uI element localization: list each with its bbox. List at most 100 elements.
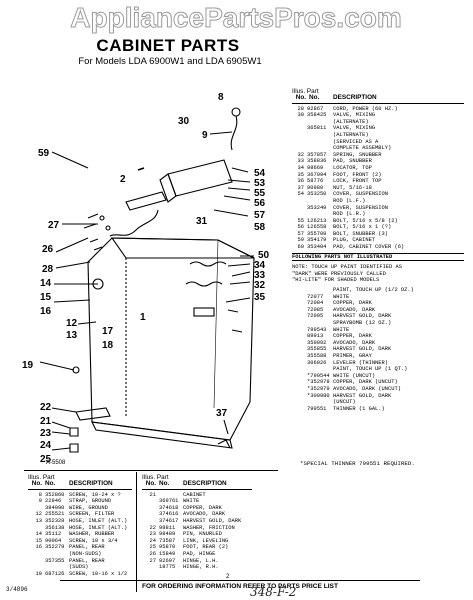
illus-number: [292, 139, 307, 146]
part-description: HINGE, R.H.: [183, 564, 219, 571]
illus-number: 57: [297, 230, 304, 237]
page-title: CABINET PARTS: [96, 36, 240, 55]
part-number: [307, 399, 333, 406]
part-description: PAINT, TOUCH UP (1 QT.): [333, 366, 408, 373]
part-description: LOCK, FRONT TOP: [333, 178, 382, 185]
illus-number: 26: [149, 550, 156, 557]
illus-number: 14: [35, 531, 42, 538]
part-number: *352979: [307, 385, 330, 392]
mixing-valve: [167, 159, 233, 197]
part-description: COPPER, DARK: [333, 300, 372, 307]
part-number: 72084: [307, 300, 324, 307]
callout-50: 50: [258, 250, 270, 261]
snubber-spring: [189, 261, 227, 267]
illus-number: 12: [35, 511, 42, 518]
part-description: PANEL, REAR: [69, 557, 105, 564]
power-cord: [230, 115, 238, 151]
illus-number: 32: [297, 151, 304, 158]
drawing-code: A-5508: [46, 460, 66, 466]
table-header-columns: No. No. DESCRIPTION: [292, 94, 464, 104]
callout-55: 55: [254, 188, 266, 199]
part-number: 799551: [307, 405, 327, 412]
callout-28: 28: [42, 264, 54, 275]
table-row: (ALTERNATE): [292, 119, 464, 126]
ordering-info-footer: FOR ORDERING INFORMATION REFER TO PARTS …: [60, 580, 420, 590]
table-row: COMPLETE ASSEMBLY): [292, 145, 464, 152]
illus-number: [142, 498, 159, 505]
illus-number: [292, 307, 307, 314]
callout-32: 32: [254, 280, 266, 291]
callout-58: 58: [254, 222, 266, 233]
illus-number: [292, 333, 307, 340]
part-number: 92867: [307, 105, 324, 112]
part-description: STRAP, GROUND: [69, 498, 112, 505]
part-description: SPRING, SNUBBER: [333, 151, 382, 158]
part-number: 98669: [307, 164, 324, 171]
part-number: 354179: [307, 237, 327, 244]
part-number: 353404: [307, 244, 327, 251]
part-number: 357857: [307, 151, 327, 158]
part-number: 355588: [307, 352, 327, 359]
part-number: 355855: [307, 346, 327, 353]
table-row: PAINT, TOUCH UP (1 QT.): [292, 366, 464, 373]
part-description: SCREW, 10-24 x ?: [69, 491, 121, 498]
part-description: VALVE, MIXING: [333, 125, 376, 132]
part-description: COVER, SUSPENSION: [333, 204, 388, 211]
table-row: ROD (L.R.): [292, 211, 464, 218]
part-description: HARVEST GOLD, DARK: [333, 346, 392, 353]
part-description: (NON-SUDS): [69, 550, 102, 557]
illus-number: [292, 399, 307, 406]
callout-14: 14: [40, 278, 52, 289]
part-number: [307, 119, 333, 126]
callout-34: 34: [254, 260, 266, 271]
callout-24: 24: [40, 440, 52, 451]
part-number: 367994: [307, 171, 327, 178]
part-description: HARVEST GOLD, DARK: [333, 392, 392, 399]
part-description: SCREW, 10 x 3/4: [69, 537, 118, 544]
part-number: 92697: [159, 557, 176, 564]
part-description: WASHER, RUBBER: [69, 531, 115, 538]
table-row: 72084 COPPER, DARK: [292, 300, 464, 307]
part-description: FOOT, REAR (2): [183, 544, 229, 551]
illus-number: [292, 340, 307, 347]
table-row: ROD (L.F.): [292, 198, 464, 205]
part-number: [307, 211, 333, 218]
illus-number: 60: [297, 244, 304, 251]
cabinet-base: [91, 421, 233, 449]
part-number: 18775: [159, 564, 176, 571]
not-illustrated-heading: FOLLOWING PARTS NOT ILLUSTRATED: [292, 252, 464, 262]
illus-number: 8: [38, 491, 42, 498]
part-number: 384090: [45, 504, 65, 511]
illus-number: [28, 525, 45, 532]
part-number: [307, 320, 333, 327]
part-description: (ALTERNATE): [333, 131, 369, 138]
part-number: 357355: [45, 557, 65, 564]
part-number: 72085: [307, 306, 324, 313]
part-number: 90980: [307, 184, 324, 191]
part-number: 374617: [159, 517, 179, 524]
part-description: SCREW, 10-16 x 1/2: [69, 570, 128, 577]
part-number: 374616: [159, 511, 179, 518]
illus-number: [292, 346, 307, 353]
part-description: SPRAYBOMB (12 OZ.): [333, 320, 392, 326]
callout-22: 22: [40, 402, 52, 413]
part-number: 72077: [307, 293, 324, 300]
table-row: 357355 PANEL, REAR: [28, 558, 132, 565]
illus-number: [28, 551, 45, 558]
illus-number: [292, 211, 307, 218]
part-number: 72095: [307, 313, 324, 320]
